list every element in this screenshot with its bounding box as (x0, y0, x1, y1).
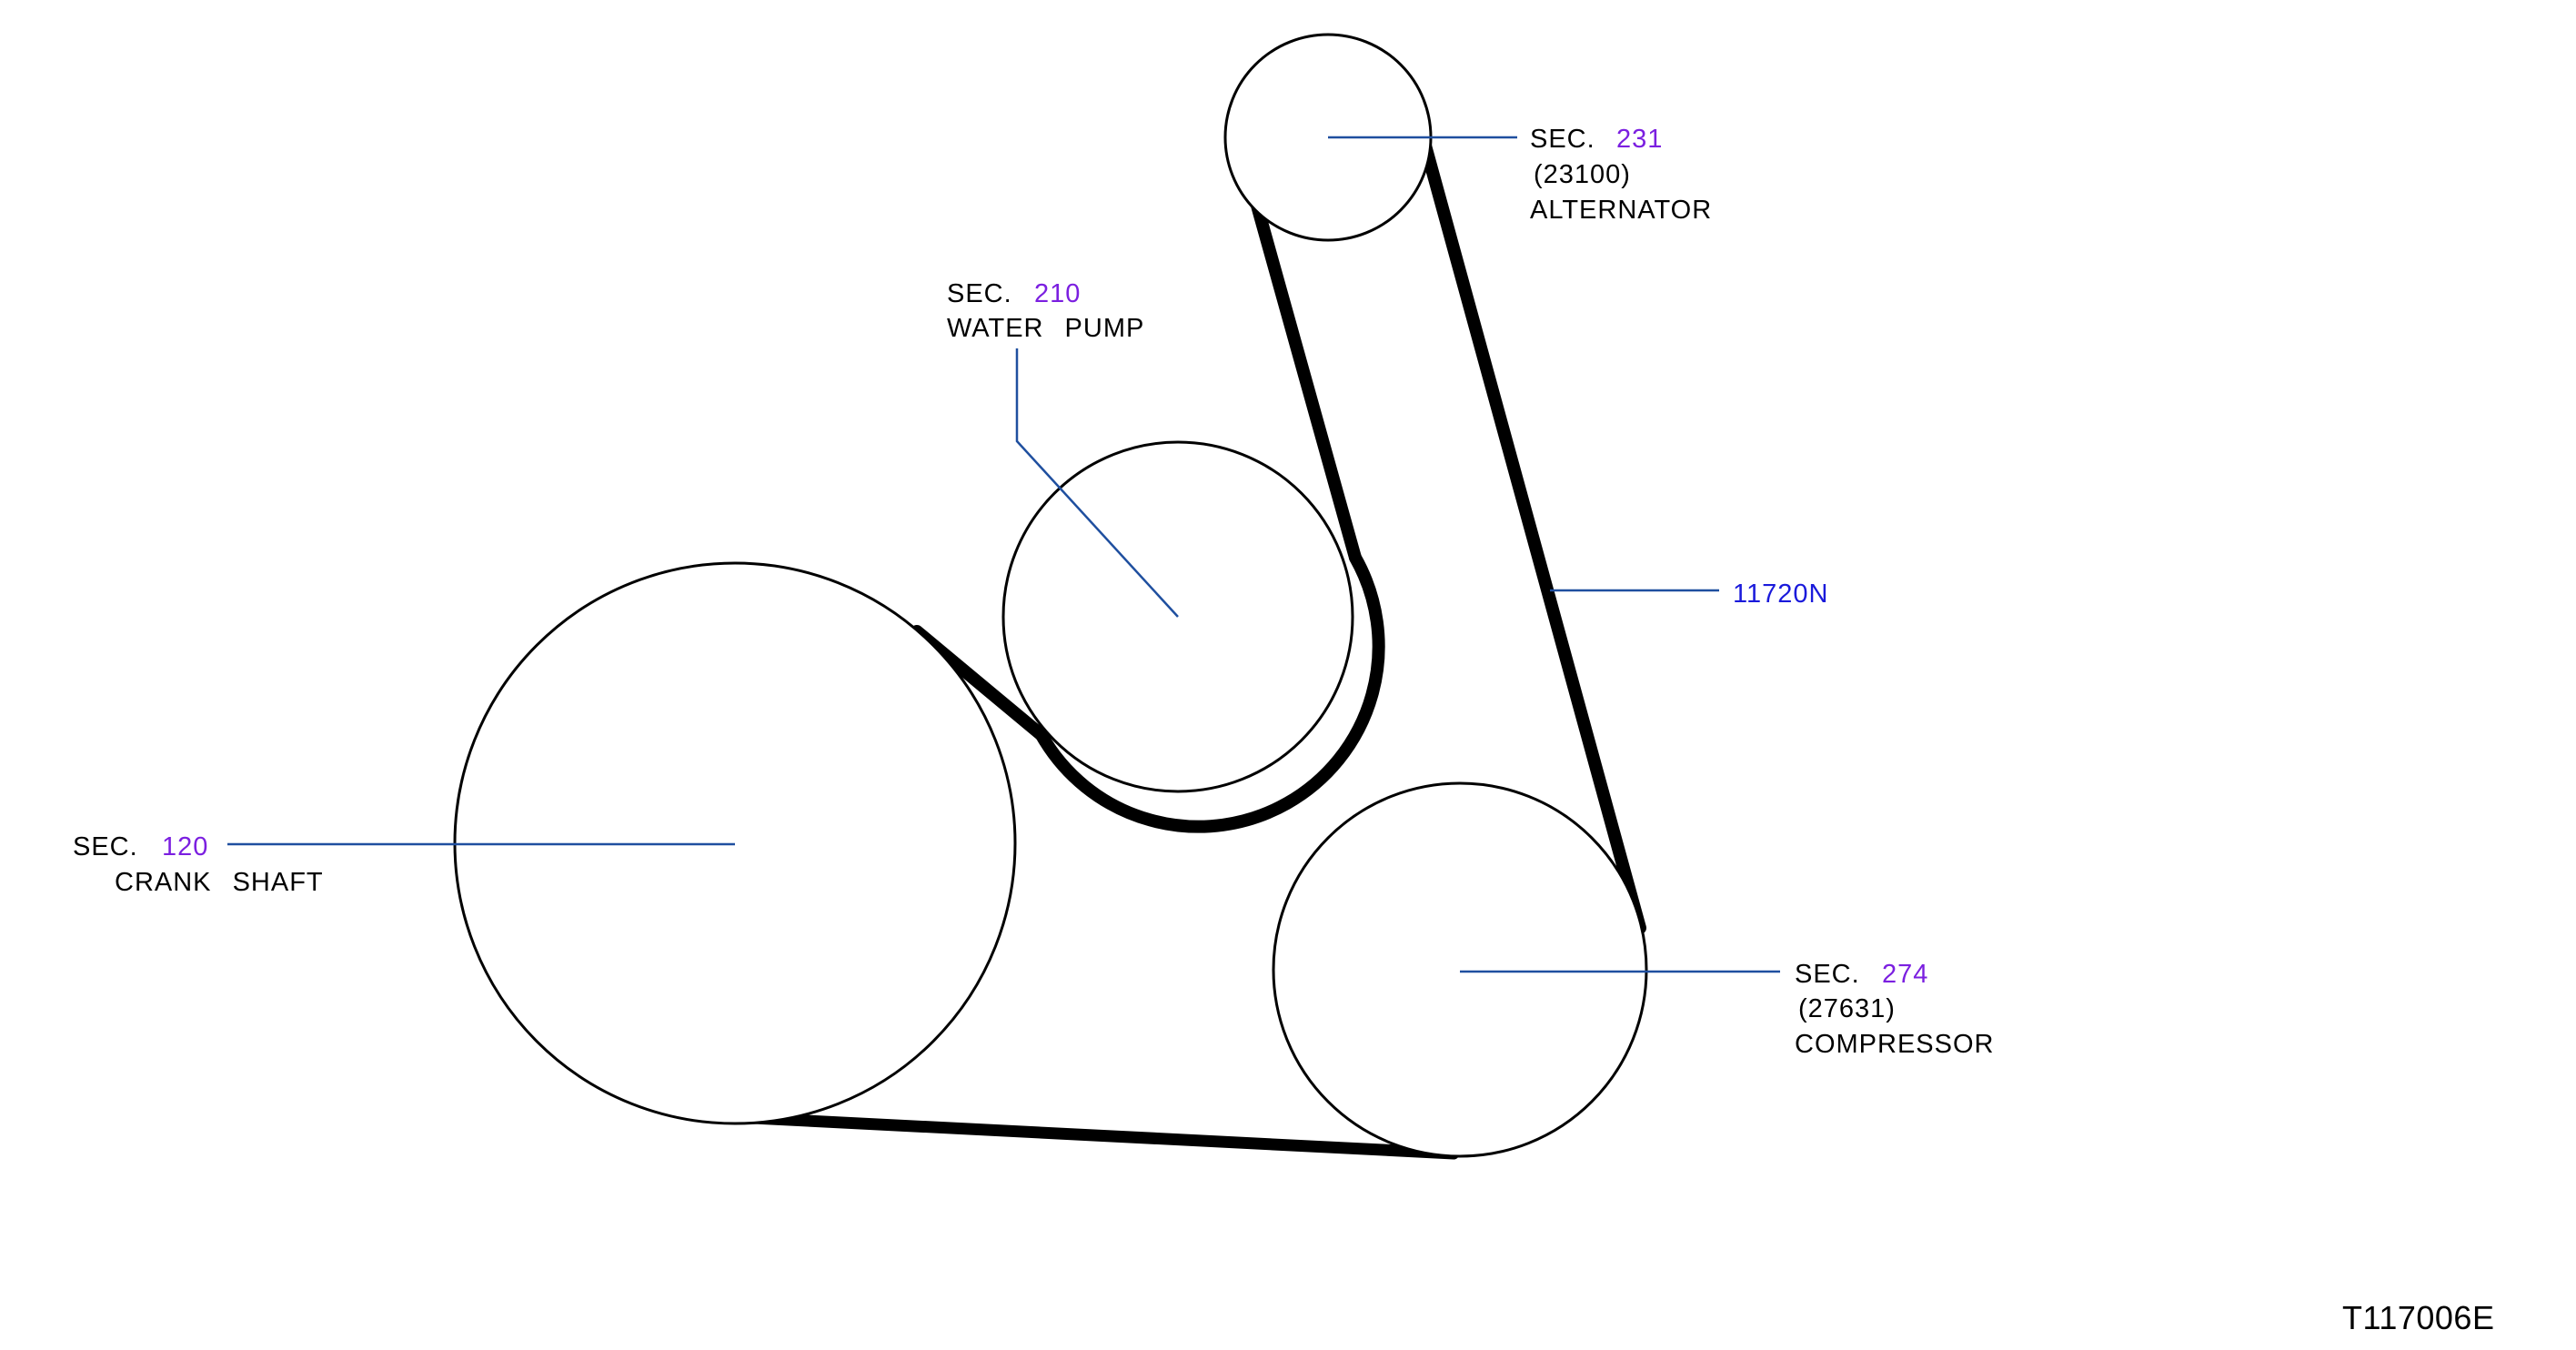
crank-shaft-sec-link[interactable]: 120 (162, 832, 208, 861)
alternator-name: ALTERNATOR (1530, 196, 1712, 225)
figure-id: T117006E (2342, 1299, 2494, 1336)
alternator-sec-prefix: SEC. (1530, 125, 1595, 154)
crank-shaft-name: CRANK SHAFT (115, 868, 324, 897)
alternator-part-code: (23100) (1534, 160, 1631, 189)
drive-belt (729, 139, 1646, 1160)
alternator-sec-link[interactable]: 231 (1616, 125, 1663, 154)
compressor-part-code: (27631) (1798, 994, 1896, 1023)
water-pump-sec-prefix: SEC. (947, 279, 1012, 308)
water-pump-name: WATER PUMP (947, 314, 1144, 343)
alternator-callout: SEC. 231 (23100) ALTERNATOR (1530, 125, 1712, 225)
crank-shaft-sec-prefix: SEC. (73, 832, 138, 861)
crank-shaft-callout: SEC. 120 CRANK SHAFT (73, 832, 324, 897)
compressor-sec-link[interactable]: 274 (1882, 960, 1928, 989)
compressor-sec-prefix: SEC. (1795, 960, 1860, 989)
belt-segment-alternator-to-compressor (1419, 139, 1646, 934)
compressor-callout: SEC. 274 (27631) COMPRESSOR (1795, 960, 1994, 1059)
water-pump-callout: SEC. 210 WATER PUMP (947, 279, 1144, 343)
belt-wrap-waterpump (1035, 551, 1385, 833)
compressor-pulley (1272, 781, 1648, 1158)
belt-segment-compressor-to-crank (729, 1111, 1460, 1160)
water-pump-sec-link[interactable]: 210 (1034, 279, 1081, 308)
belt-part-number-link[interactable]: 11720N (1733, 579, 1828, 609)
belt-segment-waterpump-to-alternator (1246, 183, 1362, 564)
water-pump-leader-line (1015, 348, 1179, 618)
compressor-name: COMPRESSOR (1795, 1030, 1994, 1059)
